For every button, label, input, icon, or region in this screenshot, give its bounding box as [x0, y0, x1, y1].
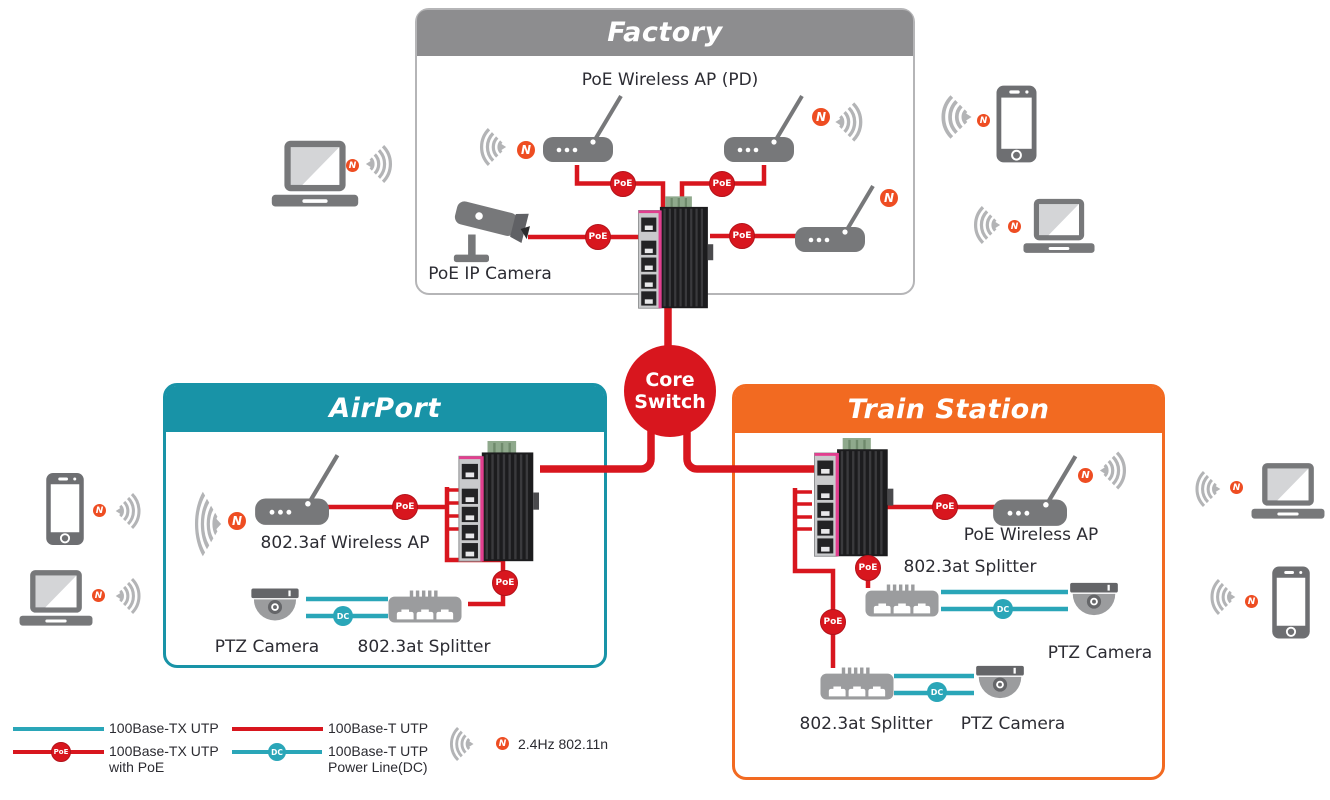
poe-splitter-icon [863, 583, 941, 618]
poe-badge: PoE [51, 742, 71, 762]
laptop-icon [18, 568, 94, 630]
n-badge: N [1245, 595, 1258, 608]
legend-item-label: 100Base-TX UTP with PoE [109, 743, 219, 775]
legend-label-line1: 100Base-T UTP [328, 743, 429, 759]
train-ptz2-label: PTZ Camera [960, 714, 1066, 734]
n-badge: N [977, 114, 990, 127]
n-badge: N [496, 737, 509, 750]
smartphone-icon [44, 470, 86, 548]
industrial-poe-switch-icon [453, 441, 543, 565]
dc-badge: DC [268, 743, 286, 761]
wifi-signal-icon [1201, 570, 1239, 624]
wifi-signal-icon [930, 90, 976, 144]
wifi-signal-icon [1186, 463, 1224, 515]
n-badge: N [1230, 481, 1243, 494]
smartphone-icon [994, 84, 1039, 164]
wireless-ap-icon [991, 453, 1086, 527]
core-switch-label-line1: Core [645, 369, 695, 391]
train-splitter2-label: 802.3at Splitter [799, 714, 933, 734]
legend-label-line1: 100Base-TX UTP [109, 743, 219, 759]
wireless-ap-icon [253, 452, 348, 526]
wifi-signal-icon [112, 485, 150, 537]
train-splitter1-label: 802.3at Splitter [903, 557, 1037, 577]
wireless-ap-icon [722, 93, 812, 164]
factory-camera-label: PoE IP Camera [428, 264, 552, 284]
legend-item-label: 100Base-T UTP Power Line(DC) [328, 743, 429, 775]
industrial-poe-switch-icon [635, 194, 715, 314]
dc-badge: DC [333, 606, 353, 626]
laptop-icon [270, 136, 360, 214]
poe-badge: PoE [610, 171, 636, 197]
poe-badge: PoE [585, 224, 611, 250]
airport-ptz-label: PTZ Camera [214, 637, 320, 657]
dc-badge: DC [993, 599, 1013, 619]
airport-splitter-label: 802.3at Splitter [357, 637, 491, 657]
n-badge: N [346, 159, 359, 172]
poe-splitter-icon [818, 666, 896, 701]
wifi-signal-icon [362, 140, 402, 188]
train-ptz1-label: PTZ Camera [1047, 643, 1153, 663]
wifi-signal-icon [112, 570, 150, 622]
wireless-ap-icon [541, 93, 631, 164]
wifi-signal-icon [831, 101, 873, 143]
core-switch: Core Switch [624, 345, 716, 437]
airport-zone-title: AirPort [166, 386, 604, 432]
industrial-poe-switch-icon [808, 438, 898, 560]
n-badge: N [228, 512, 246, 530]
ptz-camera-icon [1065, 580, 1123, 627]
poe-splitter-icon [386, 589, 464, 624]
n-badge: N [812, 108, 830, 126]
ptz-camera-icon [971, 663, 1029, 710]
train-ap-label: PoE Wireless AP [963, 525, 1099, 545]
n-badge: N [880, 189, 898, 207]
n-badge: N [517, 141, 535, 159]
legend-item-label: 100Base-TX UTP [109, 720, 219, 736]
laptop-icon [1250, 461, 1326, 523]
poe-badge: PoE [855, 555, 881, 581]
legend-label-line2: Power Line(DC) [328, 758, 428, 775]
smartphone-icon [1270, 561, 1312, 644]
poe-badge: PoE [709, 171, 735, 197]
train-station-zone-title: Train Station [735, 387, 1162, 433]
wifi-signal-icon [1096, 448, 1136, 493]
n-badge: N [92, 589, 105, 602]
n-badge: N [93, 504, 106, 517]
poe-badge: PoE [492, 570, 518, 596]
legend-item-label: 2.4Hz 802.11n [518, 736, 609, 752]
factory-zone-title: Factory [417, 10, 913, 56]
poe-badge: PoE [820, 609, 846, 635]
legend-item-label: 100Base-T UTP [328, 720, 429, 736]
wifi-signal-icon [964, 200, 1004, 250]
n-badge: N [1078, 468, 1093, 483]
wifi-signal-icon [185, 491, 225, 557]
wireless-ap-icon [793, 183, 883, 254]
n-badge: N [1008, 220, 1021, 233]
core-switch-label-line2: Switch [634, 391, 706, 413]
factory-ap-label: PoE Wireless AP (PD) [581, 70, 759, 90]
laptop-icon [1022, 196, 1096, 258]
poe-badge: PoE [392, 494, 418, 520]
legend-label-line2: with PoE [109, 758, 165, 775]
airport-ap-label: 802.3af Wireless AP [260, 533, 430, 553]
wifi-signal-icon [470, 125, 510, 169]
wifi-signal-icon [441, 721, 477, 767]
poe-badge: PoE [729, 223, 755, 249]
dc-badge: DC [927, 682, 947, 702]
poe-badge: PoE [932, 494, 958, 520]
poe-ip-camera-icon [443, 196, 535, 268]
ptz-camera-icon [246, 586, 304, 632]
